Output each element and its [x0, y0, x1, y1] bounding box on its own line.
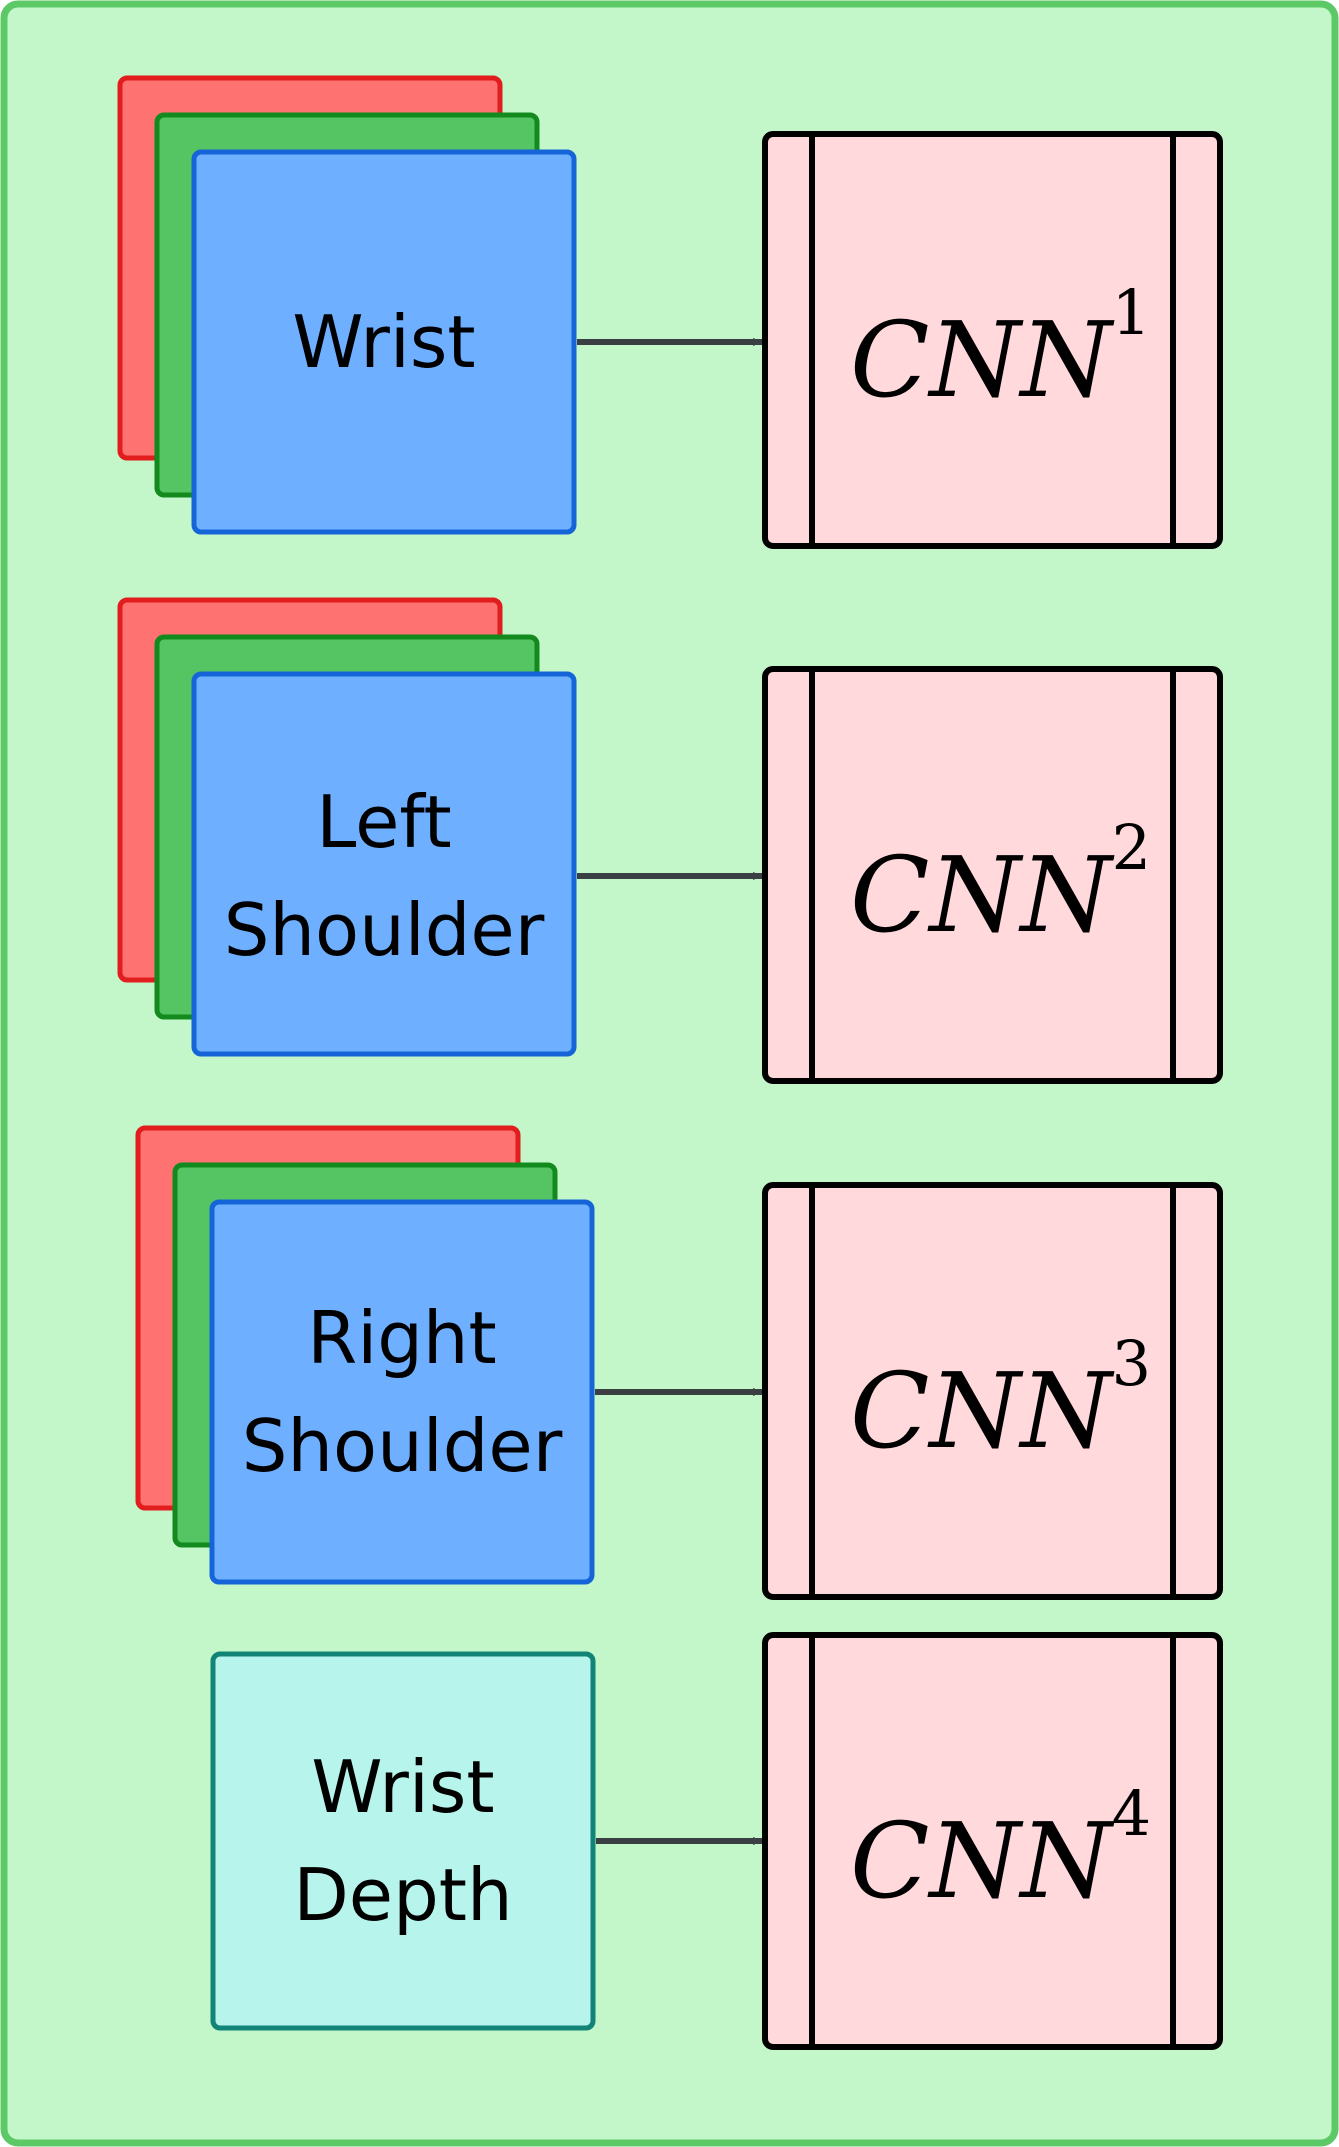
cnn-block-frame: [762, 1632, 1223, 2050]
cnn-label-superscript: 2: [1112, 811, 1151, 884]
cnn-label-superscript: 3: [1112, 1327, 1151, 1400]
cnn-block-frame: [762, 131, 1223, 549]
input-label-line: Shoulder: [242, 1404, 563, 1488]
cnn-label-superscript: 4: [1112, 1777, 1151, 1850]
input-label-line: Right: [307, 1296, 497, 1380]
input-label-line: Wrist: [311, 1745, 494, 1829]
depth-layer: [210, 1651, 596, 2031]
cnn-label-base: CNN: [850, 1350, 1115, 1472]
blue-channel-layer: [209, 1199, 595, 1585]
cnn-block-frame: [762, 666, 1223, 1084]
input-label-line: Shoulder: [224, 888, 545, 972]
cnn-label-superscript: 1: [1112, 276, 1151, 349]
cnn-block-2: CNN2: [762, 666, 1223, 1084]
cnn-block-1: CNN1: [762, 131, 1223, 549]
input-label-line: Wrist: [292, 300, 475, 384]
blue-channel-layer: [191, 149, 577, 535]
cnn-block-4: CNN4: [762, 1632, 1223, 2050]
blue-channel-layer: [191, 671, 577, 1057]
cnn-label-base: CNN: [850, 1800, 1115, 1922]
cnn-label: CNN2: [850, 811, 1151, 957]
cnn-label: CNN1: [850, 276, 1151, 422]
cnn-label-base: CNN: [850, 834, 1115, 956]
input-group-1: Wrist: [117, 75, 577, 535]
cnn-block-3: CNN3: [762, 1182, 1223, 1600]
cnn-label-base: CNN: [850, 299, 1115, 421]
cnn-block-frame: [762, 1182, 1223, 1600]
cnn-label: CNN3: [850, 1327, 1151, 1473]
cnn-label: CNN4: [850, 1777, 1151, 1923]
input-label-line: Depth: [293, 1853, 512, 1937]
input-label-line: Left: [316, 780, 451, 864]
